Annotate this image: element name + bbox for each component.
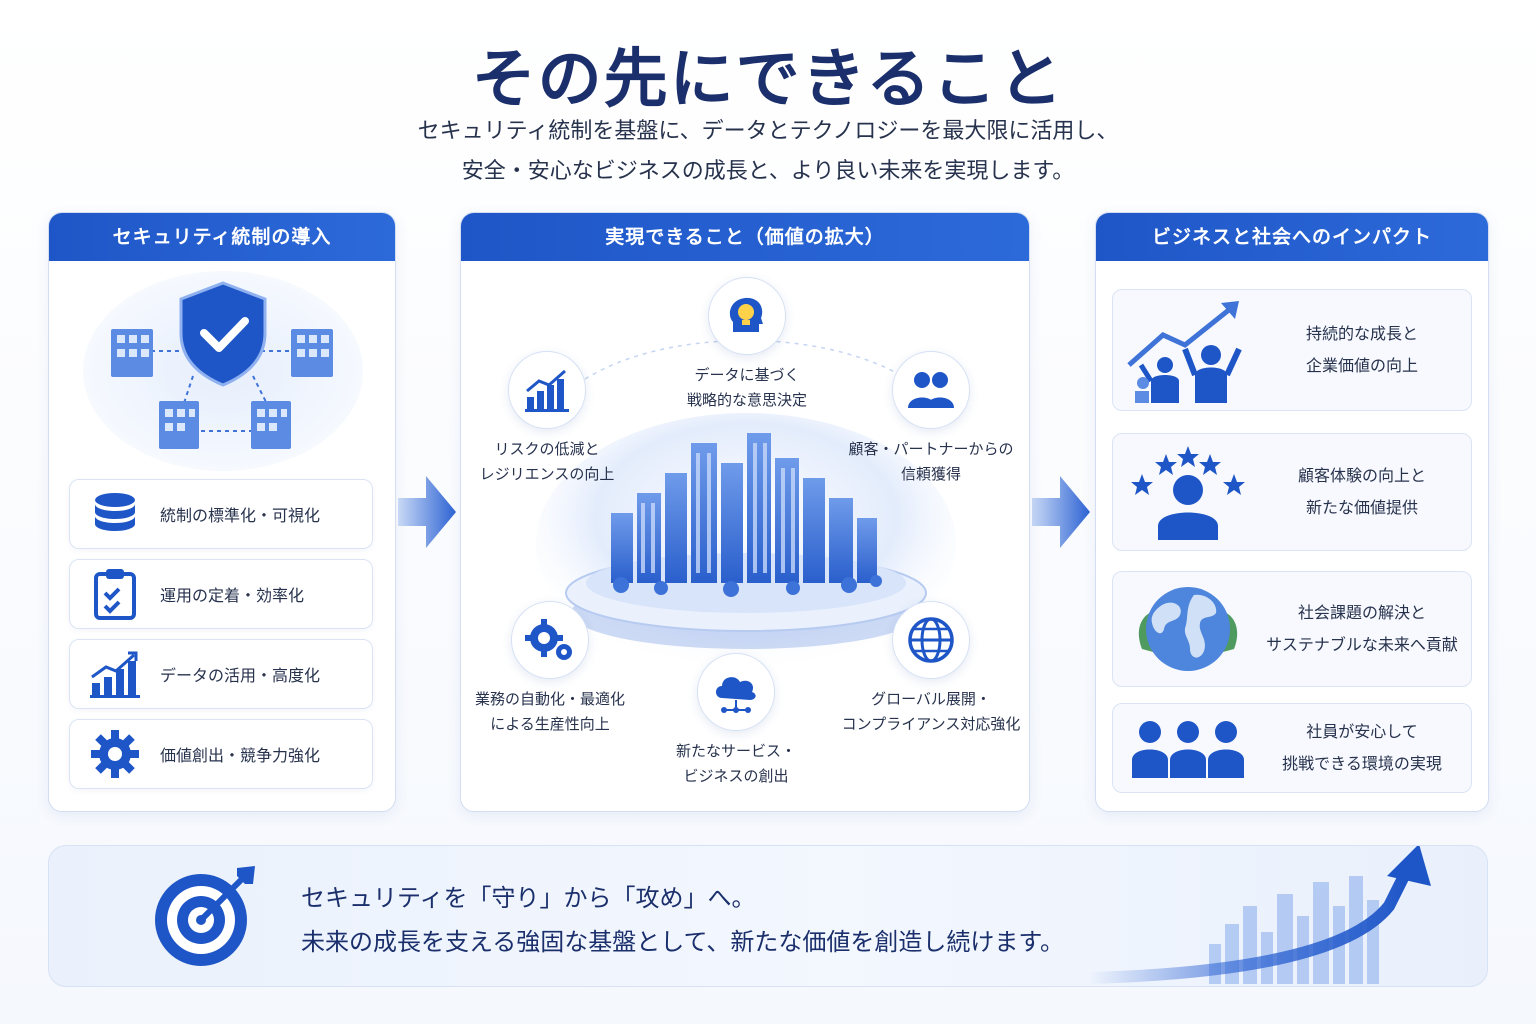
arrow-right-icon	[1032, 476, 1090, 548]
globe-icon	[908, 617, 954, 663]
hero-network-illustration	[83, 271, 363, 471]
node-data-decision: データに基づく 戦略的な意思決定	[672, 277, 822, 413]
earth-icon	[1138, 587, 1238, 671]
cloud-network-icon	[716, 677, 756, 713]
bar-chart-icon	[90, 651, 140, 698]
list-item: 運用の定着・効率化	[69, 559, 373, 629]
list-item: 顧客体験の向上と 新たな価値提供	[1112, 433, 1472, 551]
node-new-business: 新たなサービス・ ビジネスの創出	[661, 653, 811, 789]
node-trust: 顧客・パートナーからの 信頼獲得	[843, 351, 1019, 487]
node-automation: 業務の自動化・最適化 による生産性向上	[467, 601, 633, 737]
gear-icon	[91, 730, 139, 778]
item-label: 価値創出・競争力強化	[160, 746, 321, 765]
arrow-right-icon	[398, 476, 456, 548]
target-icon	[155, 866, 255, 966]
node-risk-reduction: リスクの低減と レジリエンスの向上	[467, 351, 627, 487]
gears-icon	[525, 619, 572, 660]
people-icon	[908, 372, 954, 408]
customer-stars-icon	[1131, 446, 1245, 540]
item-label: 統制の標準化・可視化	[160, 506, 321, 525]
security-governance-panel: セキュリティ統制の導入	[48, 212, 396, 812]
item-label: 顧客体験の向上と 新たな価値提供	[1297, 466, 1426, 517]
item-label: 社会課題の解決と サステナブルな未来へ貢献	[1266, 603, 1458, 654]
clipboard-check-icon	[94, 569, 136, 620]
growth-people-icon	[1127, 301, 1242, 403]
node-label: データに基づく 戦略的な意思決定	[686, 366, 807, 409]
list-item: データの活用・高度化	[69, 639, 373, 709]
growth-chart-icon	[525, 369, 569, 412]
item-label: データの活用・高度化	[160, 666, 321, 685]
list-item: 持続的な成長と 企業価値の向上	[1112, 289, 1472, 411]
banner-line-2: 未来の成長を支える強固な基盤として、新たな価値を創造し続けます。	[301, 928, 1064, 956]
database-icon	[95, 493, 135, 531]
node-label: リスクの低減と レジリエンスの向上	[479, 440, 615, 483]
bottom-banner: セキュリティを「守り」から「攻め」へ。 未来の成長を支える強固な基盤として、新た…	[48, 845, 1488, 987]
list-item: 価値創出・競争力強化	[69, 719, 373, 789]
growth-arrow-city-icon	[1089, 846, 1431, 984]
banner-line-1: セキュリティを「守り」から「攻め」へ。	[301, 884, 756, 912]
panel-title-right: ビジネスと社会へのインパクト	[1096, 213, 1488, 261]
page-subtitle: セキュリティ統制を基盤に、データとテクノロジーを最大限に活用し、 安全・安心なビ…	[0, 112, 1536, 192]
city-platform-illustration	[536, 413, 956, 673]
value-expansion-panel: 実現できること（価値の拡大）	[460, 212, 1030, 812]
node-global: グローバル展開・ コンプライアンス対応強化	[833, 601, 1029, 737]
governance-list: 統制の標準化・可視化 運用の定着・効率化	[69, 479, 373, 799]
node-label: グローバル展開・ コンプライアンス対応強化	[841, 690, 1021, 733]
page-title: その先にできること	[471, 43, 1065, 117]
panel-title-left: セキュリティ統制の導入	[49, 213, 395, 261]
list-item: 社会課題の解決と サステナブルな未来へ貢献	[1112, 571, 1472, 687]
team-icon	[1132, 721, 1244, 778]
item-label: 社員が安心して 挑戦できる環境の実現	[1282, 722, 1442, 773]
subtitle-line-1: セキュリティ統制を基盤に、データとテクノロジーを最大限に活用し、	[417, 119, 1119, 144]
item-label: 持続的な成長と 企業価値の向上	[1305, 324, 1418, 375]
subtitle-line-2: 安全・安心なビジネスの成長と、より良い未来を実現します。	[461, 159, 1075, 184]
list-item: 統制の標準化・可視化	[69, 479, 373, 549]
node-label: 業務の自動化・最適化 による生産性向上	[474, 690, 625, 733]
item-label: 運用の定着・効率化	[160, 586, 305, 605]
lightbulb-head-icon	[729, 297, 763, 332]
list-item: 社員が安心して 挑戦できる環境の実現	[1112, 703, 1472, 793]
panel-title-center: 実現できること（価値の拡大）	[461, 213, 1029, 261]
impact-panel: ビジネスと社会へのインパクト 持続的な成長と 企業価値の向上	[1095, 212, 1489, 812]
node-label: 新たなサービス・ ビジネスの創出	[675, 742, 796, 785]
node-label: 顧客・パートナーからの 信頼獲得	[848, 440, 1014, 483]
shield-network-icon	[111, 281, 333, 449]
